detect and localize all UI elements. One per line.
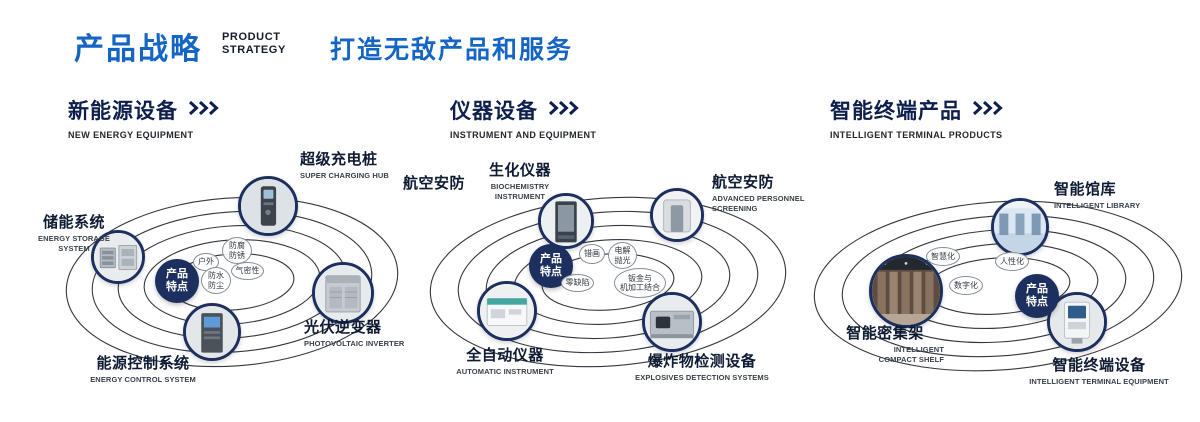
product-features-badge: 产品 特点 [1015, 274, 1059, 318]
feature-tag: 智慧化 [926, 247, 960, 266]
product-label-automatic-instrument: 全自动仪器 AUTOMATIC INSTRUMENT [456, 347, 554, 376]
section-head-instruments: 仪器设备 INSTRUMENT AND EQUIPMENT [450, 95, 596, 140]
smart-library-room-image [994, 201, 1046, 253]
feature-tag: 错画 [579, 244, 605, 264]
product-label-charging-hub: 超级充电桩 SUPER CHARGING HUB [300, 151, 389, 180]
product-circle-energy-control [183, 303, 241, 361]
section-head-intelligent-terminals: 智能终端产品 INTELLIGENT TERMINAL PRODUCTS [830, 95, 1004, 140]
product-circle-compact-shelf [869, 254, 943, 328]
page-title: 产品战略 [74, 33, 202, 66]
feature-tag: 人性化 [995, 252, 1029, 271]
automatic-analyzer-image [480, 284, 534, 338]
inverter-cabinet-image [315, 265, 371, 321]
biochemistry-rack-image [541, 196, 591, 246]
feature-tag: 数字化 [949, 276, 983, 295]
product-label-compact-shelf: 智能密集架 INTELLIGENT COMPACT SHELF [846, 325, 944, 364]
product-features-badge: 产品 特点 [155, 259, 199, 303]
product-label-energy-storage: 储能系统 ENERGY STORAGE SYSTEM [38, 214, 110, 253]
product-circle-personnel-screening [650, 188, 704, 242]
product-label-energy-control: 能源控制系统 ENERGY CONTROL SYSTEM [90, 355, 196, 384]
page-subtitle: 打造无敌产品和服务 [330, 36, 574, 64]
product-label-biochemistry: 生化仪器 BIOCHEMISTRY INSTRUMENT [488, 162, 551, 201]
section-title: 新能源设备 [68, 100, 178, 123]
product-circle-automatic-instrument [477, 281, 537, 341]
product-circle-intelligent-library [991, 198, 1049, 256]
personnel-scanner-image [653, 191, 701, 239]
feature-tag: 零缺陷 [561, 274, 594, 292]
side-label-aviation-security: 航空安防 [403, 175, 466, 192]
product-label-intelligent-library: 智能馆库 INTELLIGENT LIBRARY [1054, 181, 1141, 210]
section-subtitle: INTELLIGENT TERMINAL PRODUCTS [830, 130, 1003, 140]
feature-tag: 防水 防尘 [201, 267, 231, 294]
product-circle-charging-hub [238, 176, 298, 236]
feature-tag: 电解 抛光 [608, 242, 637, 269]
feature-tag: 气密性 [231, 262, 264, 280]
page-title-english-line2: STRATEGY [222, 43, 286, 56]
explosives-detector-image [645, 295, 699, 349]
ev-charging-pile-image [241, 179, 295, 233]
control-cabinet-image [186, 306, 238, 358]
chevrons-icon [548, 100, 580, 120]
product-features-label: 产品 特点 [166, 267, 188, 293]
product-features-label: 产品 特点 [540, 252, 562, 278]
section-subtitle: NEW ENERGY EQUIPMENT [68, 130, 194, 140]
compact-shelving-image [872, 257, 940, 325]
product-circle-energy-storage [91, 230, 145, 284]
chevrons-icon [188, 100, 220, 120]
product-circle-explosives-detection [642, 292, 702, 352]
energy-storage-image [94, 233, 142, 281]
section-title: 智能终端产品 [830, 100, 962, 123]
section-head-new-energy: 新能源设备 NEW ENERGY EQUIPMENT [68, 95, 220, 140]
page-title-english: PRODUCT STRATEGY [222, 31, 286, 56]
feature-tag: 防腐 防锈 [222, 237, 252, 264]
product-features-label: 产品 特点 [1026, 282, 1048, 308]
page-title-english-line1: PRODUCT [222, 31, 281, 43]
product-label-pv-inverter: 光伏逆变器 PHOTOVOLTAIC INVERTER [304, 319, 405, 348]
section-subtitle: INSTRUMENT AND EQUIPMENT [450, 130, 597, 140]
product-circle-pv-inverter [312, 262, 374, 324]
chevrons-icon [972, 100, 1004, 120]
product-label-terminal-equipment: 智能终端设备 INTELLIGENT TERMINAL EQUIPMENT [1029, 357, 1169, 386]
terminal-kiosk-image [1050, 295, 1104, 349]
product-circle-biochemistry [538, 193, 594, 249]
product-label-explosives-detection: 爆炸物检测设备 EXPLOSIVES DETECTION SYSTEMS [635, 353, 769, 382]
product-label-personnel-screening: 航空安防 ADVANCED PERSONNEL SCREENING [712, 174, 805, 213]
feature-tag: 钣金与 机加工结合 [614, 268, 666, 298]
section-title: 仪器设备 [450, 100, 538, 123]
